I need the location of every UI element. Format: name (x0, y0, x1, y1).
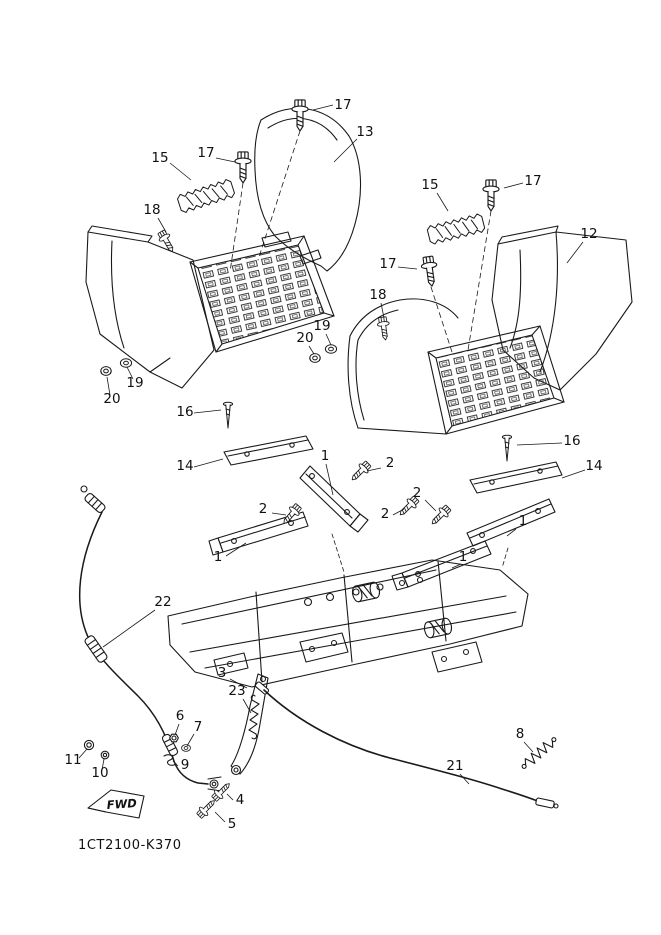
tread-strip-left (175, 177, 237, 215)
callout-2: 2 (381, 506, 390, 522)
callout-17: 17 (334, 97, 351, 113)
washer-19-right (324, 344, 338, 354)
callout-4: 4 (236, 792, 245, 808)
callout-6: 6 (176, 708, 185, 724)
bracket-1-left (208, 511, 309, 556)
washer-19-left (119, 358, 133, 368)
callout-20: 20 (103, 391, 120, 407)
callout-23: 23 (228, 683, 245, 699)
callout-1: 1 (459, 549, 468, 565)
ring-10 (100, 750, 110, 760)
ring-11 (83, 739, 95, 751)
bracket-1-center (299, 465, 369, 533)
callout-7: 7 (194, 719, 203, 735)
spring-23 (248, 694, 260, 740)
callout-18: 18 (369, 287, 386, 303)
callouts: 17 13 15 17 18 15 17 12 17 18 19 20 19 2… (64, 97, 602, 832)
spike-16-left (222, 401, 234, 429)
callout-1: 1 (519, 513, 528, 529)
callout-15: 15 (421, 177, 438, 193)
frame-bushing (423, 617, 453, 639)
plate-14-right (469, 461, 563, 494)
callout-17: 17 (197, 145, 214, 161)
callout-2: 2 (386, 455, 395, 471)
callout-3: 3 (218, 665, 227, 681)
spring-8 (521, 737, 557, 769)
bracket-1-right-upper (466, 498, 556, 547)
cable-21 (254, 681, 559, 809)
callout-1: 1 (321, 448, 330, 464)
washer-7 (181, 744, 191, 752)
fwd-label: FWD (106, 796, 137, 812)
bolts-17 (229, 99, 500, 353)
callout-18: 18 (143, 202, 160, 218)
callout-14: 14 (585, 458, 602, 474)
callout-20: 20 (296, 330, 313, 346)
tread-strip-right (425, 212, 487, 246)
cable-22 (78, 485, 222, 792)
callout-12: 12 (580, 226, 597, 242)
frame-bushing (351, 581, 381, 603)
left-footrest-panel (85, 225, 215, 389)
diagram-code: 1CT2100-K370 (78, 838, 182, 853)
callout-9: 9 (181, 757, 190, 773)
right-heel-guard (347, 298, 459, 429)
callout-1: 1 (214, 549, 223, 565)
pedal-lever-assembly (194, 673, 269, 821)
callout-14: 14 (176, 458, 193, 474)
nut-20-left (100, 366, 112, 376)
callout-19: 19 (126, 375, 143, 391)
callout-2: 2 (413, 485, 422, 501)
nut-6 (169, 733, 179, 743)
callout-2: 2 (259, 501, 268, 517)
callout-13: 13 (356, 124, 373, 140)
callout-17: 17 (379, 256, 396, 272)
spike-16-right (501, 434, 513, 462)
callout-15: 15 (151, 150, 168, 166)
callout-17: 17 (524, 173, 541, 189)
nut-20-right (309, 353, 321, 363)
bracket-1-right-lower (331, 533, 509, 591)
callout-19: 19 (313, 318, 330, 334)
callout-21: 21 (446, 758, 463, 774)
fwd-arrow (87, 789, 145, 819)
callout-8: 8 (516, 726, 525, 742)
callout-5: 5 (228, 816, 237, 832)
callout-11: 11 (64, 752, 81, 768)
leader-lines (78, 104, 586, 823)
callout-22: 22 (154, 594, 171, 610)
callout-10: 10 (91, 765, 108, 781)
callout-16: 16 (176, 404, 193, 420)
frame (167, 559, 529, 688)
callout-16: 16 (563, 433, 580, 449)
clip-9 (163, 754, 177, 766)
plate-14-left (223, 435, 314, 466)
left-footboard (189, 231, 335, 353)
right-footboard (357, 325, 565, 435)
